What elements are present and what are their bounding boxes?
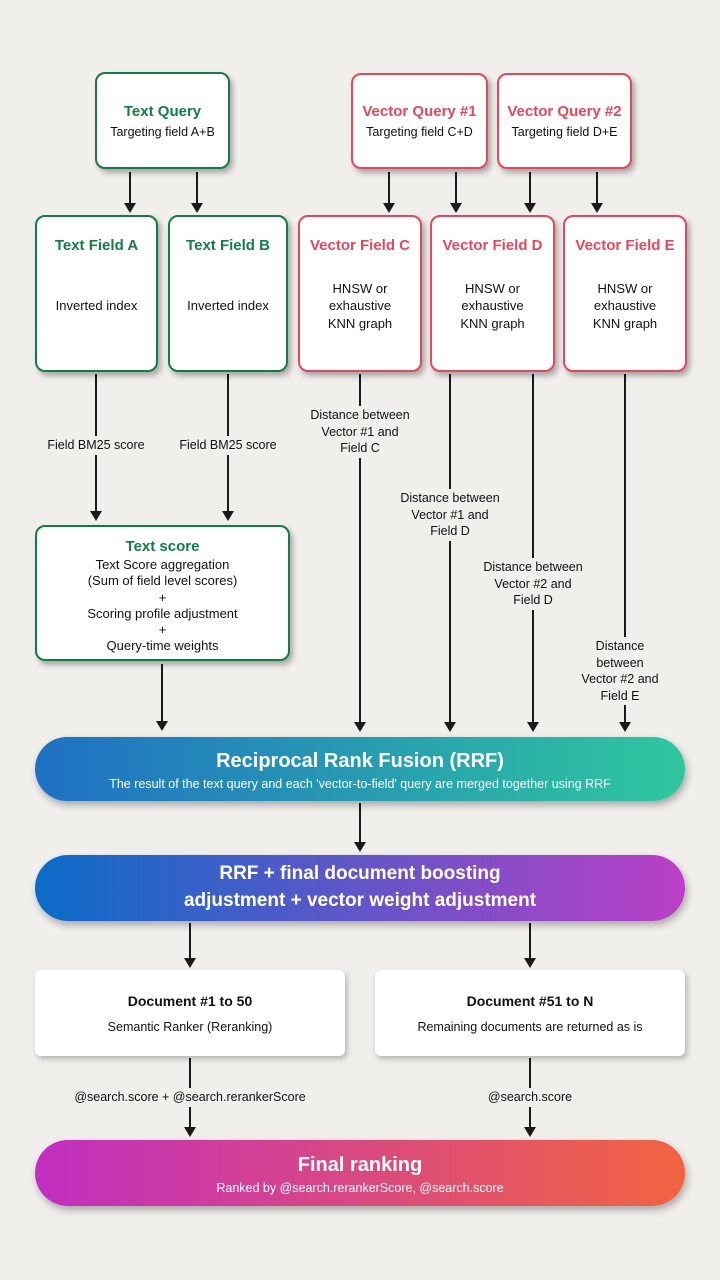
arrow-boost-to-doc-51-n xyxy=(529,923,531,959)
arrow-boost-to-doc-1-50 xyxy=(189,923,191,959)
field-body: Inverted index xyxy=(187,298,269,314)
boost-line-2: adjustment + vector weight adjustment xyxy=(183,890,537,911)
document-title: Document #51 to N xyxy=(466,992,594,1009)
field-body: HNSW or exhaustive KNN graph xyxy=(592,280,658,331)
text-score-body: Text Score aggregation (Sum of field lev… xyxy=(87,557,238,654)
edge-label-distance-v2-e: Distance between Vector #2 and Field E xyxy=(570,637,670,705)
field-box-vector-field-d: Vector Field D HNSW or exhaustive KNN gr… xyxy=(430,215,555,372)
field-title: Vector Field E xyxy=(575,237,675,254)
edge-label-distance-v2-d: Distance between Vector #2 and Field D xyxy=(479,558,587,610)
arrow-field-d-vector-2-to-rrf xyxy=(532,374,534,723)
rrf-title: Reciprocal Rank Fusion (RRF) xyxy=(216,749,504,772)
rrf-bar: Reciprocal Rank Fusion (RRF) The result … xyxy=(35,737,685,801)
query-subtitle: Targeting field A+B xyxy=(110,124,215,139)
text-score-box: Text score Text Score aggregation (Sum o… xyxy=(35,525,290,661)
edge-label-bm25-field-b: Field BM25 score xyxy=(175,436,281,455)
arrow-text-query-to-field-b xyxy=(196,172,198,204)
query-box-vector-query-1: Vector Query #1 Targeting field C+D xyxy=(351,73,488,169)
query-title: Vector Query #2 xyxy=(507,103,622,120)
score-label-search-score: @search.score xyxy=(483,1088,577,1107)
arrow-field-e-to-rrf xyxy=(624,374,626,723)
boost-line-1: RRF + final document boosting xyxy=(219,863,501,885)
arrow-text-query-to-field-a xyxy=(129,172,131,204)
arrow-vector-query-1-to-field-d xyxy=(455,172,457,204)
edge-label-distance-v1-d: Distance between Vector #1 and Field D xyxy=(396,489,504,541)
document-box-51-to-n: Document #51 to N Remaining documents ar… xyxy=(375,970,685,1056)
document-box-1-to-50: Document #1 to 50 Semantic Ranker (Reran… xyxy=(35,970,345,1056)
edge-label-distance-v1-c: Distance between Vector #1 and Field C xyxy=(306,406,414,458)
field-title: Text Field A xyxy=(54,237,139,254)
document-title: Document #1 to 50 xyxy=(127,992,253,1009)
query-box-vector-query-2: Vector Query #2 Targeting field D+E xyxy=(497,73,632,169)
field-title: Vector Field C xyxy=(309,237,411,254)
field-box-vector-field-e: Vector Field E HNSW or exhaustive KNN gr… xyxy=(563,215,687,372)
final-ranking-title: Final ranking xyxy=(297,1153,423,1176)
document-body: Semantic Ranker (Reranking) xyxy=(107,1019,273,1034)
field-box-vector-field-c: Vector Field C HNSW or exhaustive KNN gr… xyxy=(298,215,422,372)
final-ranking-subtitle: Ranked by @search.rerankerScore, @search… xyxy=(216,1180,504,1195)
final-ranking-bar: Final ranking Ranked by @search.reranker… xyxy=(35,1140,685,1206)
field-title: Vector Field D xyxy=(442,237,543,254)
edge-label-bm25-field-a: Field BM25 score xyxy=(43,436,149,455)
boost-bar: RRF + final document boosting adjustment… xyxy=(35,855,685,921)
arrow-field-c-to-rrf xyxy=(359,374,361,723)
field-box-text-field-a: Text Field A Inverted index xyxy=(35,215,158,372)
arrow-vector-query-1-to-field-c xyxy=(388,172,390,204)
text-score-title: Text score xyxy=(125,538,200,555)
query-subtitle: Targeting field C+D xyxy=(366,125,473,139)
field-title: Text Field B xyxy=(186,237,270,254)
field-body: Inverted index xyxy=(55,298,138,314)
score-label-reranked: @search.score + @search.rerankerScore xyxy=(70,1088,310,1107)
arrow-rrf-to-boost xyxy=(359,803,361,843)
arrow-field-d-vector-1-to-rrf xyxy=(449,374,451,723)
query-title: Vector Query #1 xyxy=(362,103,477,120)
arrow-vector-query-2-to-field-e xyxy=(596,172,598,204)
field-box-text-field-b: Text Field B Inverted index xyxy=(168,215,288,372)
query-title: Text Query xyxy=(123,102,202,120)
rrf-subtitle: The result of the text query and each 'v… xyxy=(109,776,611,791)
document-body: Remaining documents are returned as is xyxy=(417,1019,643,1034)
query-box-text-query: Text Query Targeting field A+B xyxy=(95,72,230,169)
arrow-vector-query-2-to-field-d xyxy=(529,172,531,204)
field-body: HNSW or exhaustive KNN graph xyxy=(327,280,393,331)
field-body: HNSW or exhaustive KNN graph xyxy=(460,280,525,331)
arrow-text-score-to-rrf xyxy=(161,664,163,722)
query-subtitle: Targeting field D+E xyxy=(511,125,618,139)
